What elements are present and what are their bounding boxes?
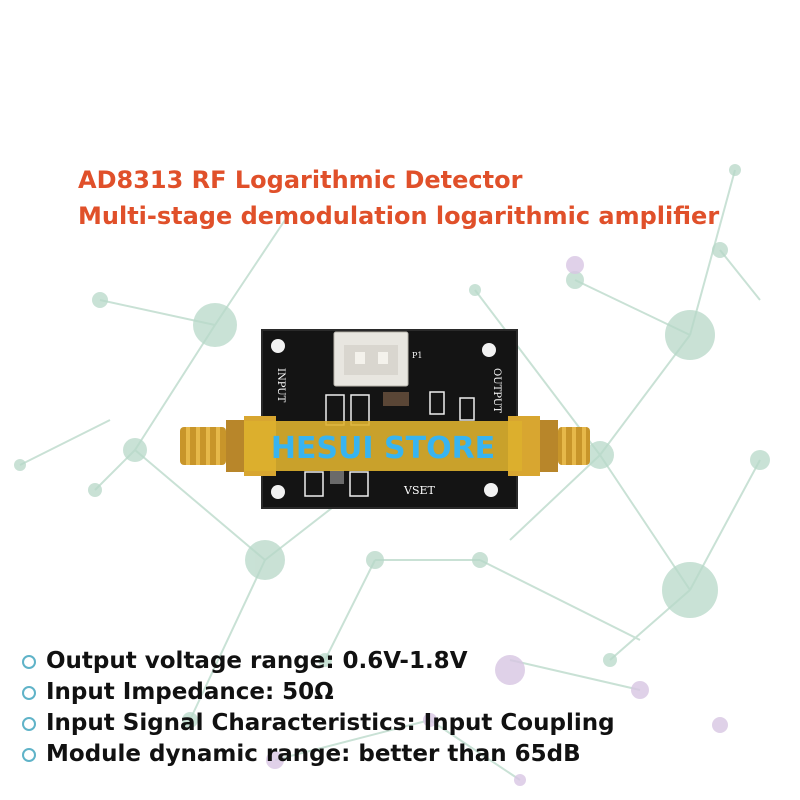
- store-watermark: HESUI STORE: [271, 431, 495, 466]
- mounting-hole: [271, 339, 285, 353]
- mounting-hole: [271, 485, 285, 499]
- feature-item: Module dynamic range: better than 65dB: [22, 739, 615, 769]
- feature-item: Input Signal Characteristics: Input Coup…: [22, 708, 615, 738]
- feature-text: Output voltage range: 0.6V-1.8V: [46, 648, 468, 674]
- circle-bullet-icon: [22, 717, 36, 731]
- p1-silkscreen: P1: [412, 351, 422, 360]
- mounting-hole: [482, 343, 496, 357]
- feature-text: Module dynamic range: better than 65dB: [46, 741, 581, 767]
- feature-item: Input Impedance: 50Ω: [22, 677, 615, 707]
- vset-silkscreen: VSET: [403, 484, 436, 497]
- feature-list: Output voltage range: 0.6V-1.8V Input Im…: [22, 646, 615, 770]
- mounting-hole: [484, 483, 498, 497]
- input-silkscreen: INPUT: [275, 368, 286, 403]
- product-title: AD8313 RF Logarithmic Detector: [78, 166, 523, 194]
- feature-text: Input Signal Characteristics: Input Coup…: [46, 710, 615, 736]
- watermark-band: [244, 421, 522, 471]
- circle-bullet-icon: [22, 655, 36, 669]
- output-silkscreen: OUTPUT: [491, 368, 502, 413]
- product-subtitle: Multi-stage demodulation logarithmic amp…: [78, 202, 720, 230]
- feature-item: Output voltage range: 0.6V-1.8V: [22, 646, 615, 676]
- feature-text: Input Impedance: 50Ω: [46, 679, 334, 705]
- circle-bullet-icon: [22, 748, 36, 762]
- circle-bullet-icon: [22, 686, 36, 700]
